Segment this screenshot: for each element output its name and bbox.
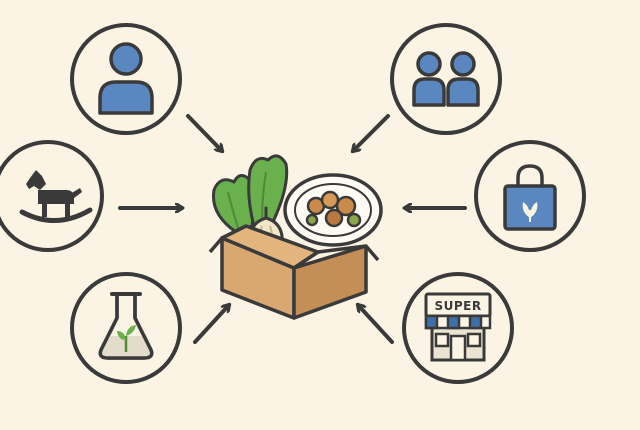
leaf-mark-icon [522,202,538,222]
lettuce-icon [211,154,289,234]
arrows [118,114,467,344]
arrow-individual-to-center [186,114,222,151]
rocking-horse-icon [19,170,93,223]
store-awning [424,314,492,330]
node-individual [70,23,182,135]
node-supermarket: SUPER [402,272,514,384]
node-family [390,23,502,135]
node-childcare [0,140,104,252]
node-individual-circle [70,23,182,135]
food-box-icon [208,154,383,320]
arrow-supermarket-to-center [358,305,394,344]
sprout-icon [117,325,136,352]
flask-icon [98,292,154,360]
arrow-family-to-center [353,114,390,151]
person-icon [98,42,154,115]
shopping-bag-icon [503,164,557,231]
node-laboratory [70,272,182,384]
food-scraps-icon [305,190,362,228]
arrow-laboratory-to-center [193,305,229,344]
family-icon [412,51,480,107]
center-food-box [208,154,383,320]
node-family-circle [390,23,502,135]
store-sign-text: SUPER [434,299,481,313]
cardboard-box-icon [208,224,380,320]
store-icon: SUPER [424,292,492,362]
node-retail [474,140,586,252]
plate-icon [283,173,383,247]
